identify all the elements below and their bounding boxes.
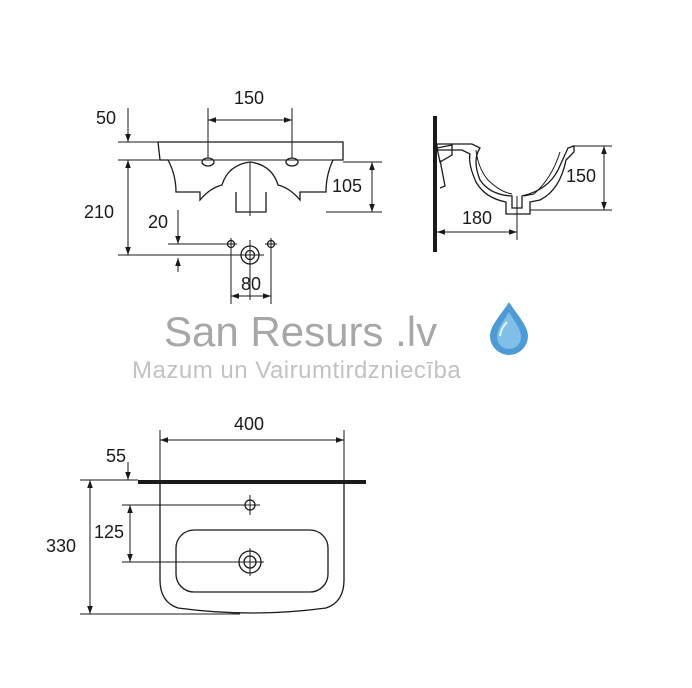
dim-drain-spacing: 80	[241, 274, 261, 294]
watermark-tagline: Mazum un Vairumtirdzniecība	[132, 357, 461, 384]
top-bowl	[175, 529, 329, 593]
side-basin-section	[436, 143, 575, 215]
dim-total-depth: 330	[46, 536, 76, 556]
dim-tap-spacing: 150	[234, 88, 264, 108]
dim-top-width: 400	[234, 414, 264, 434]
watermark-brand: San Resurs .lv	[164, 308, 437, 355]
watermark: San Resurs .lv Mazum un Vairumtirdzniecī…	[132, 302, 528, 384]
dim-side-height: 150	[566, 166, 596, 186]
water-drop-icon	[490, 302, 528, 355]
top-basin-outline	[159, 484, 345, 614]
dim-top-offset: 50	[96, 108, 116, 128]
dim-drain-offset: 20	[148, 212, 168, 232]
dim-wall-gap: 55	[106, 446, 126, 466]
side-view: 150 180	[433, 116, 612, 252]
front-view: 150 50 210 105 20	[84, 88, 382, 304]
front-tap-hole-right	[285, 157, 299, 167]
dim-drain-depth: 125	[94, 522, 124, 542]
dim-side-depth: 180	[462, 208, 492, 228]
top-view: 400 55 125 330	[46, 414, 366, 615]
dim-total-height: 210	[84, 202, 114, 222]
front-tap-hole-left	[201, 157, 215, 167]
dim-bowl-depth: 105	[332, 176, 362, 196]
